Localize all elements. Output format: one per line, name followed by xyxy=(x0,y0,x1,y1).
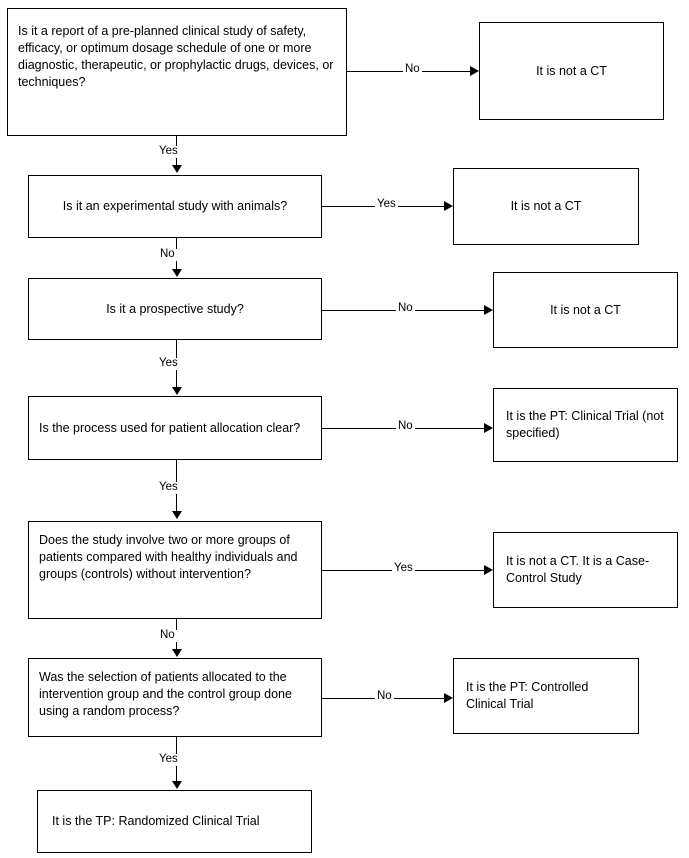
outcome-node-o7-label: It is the TP: Randomized Clinical Trial xyxy=(52,814,260,829)
outcome-node-o5[interactable]: It is not a CT. It is a Case-Control Stu… xyxy=(493,532,678,608)
outcome-node-o2[interactable]: It is not a CT xyxy=(453,168,639,245)
outcome-node-o3[interactable]: It is not a CT xyxy=(493,272,678,348)
edge-q6-yes-label: Yes xyxy=(157,753,180,766)
edge-q1-yes-label: Yes xyxy=(157,145,180,158)
outcome-node-o1-label: It is not a CT xyxy=(536,63,607,78)
decision-node-q3[interactable]: Is it a prospective study? xyxy=(28,278,322,340)
edge-q1-no-label: No xyxy=(403,63,422,76)
edge-q1-no-arrowhead xyxy=(470,66,479,76)
edge-q4-yes-arrowhead xyxy=(172,511,182,519)
decision-node-q1[interactable]: Is it a report of a pre-planned clinical… xyxy=(7,8,347,136)
outcome-node-o4[interactable]: It is the PT: Clinical Trial (not specif… xyxy=(493,388,678,462)
decision-node-q5[interactable]: Does the study involve two or more group… xyxy=(28,521,322,619)
edge-q5-no-label: No xyxy=(158,629,177,642)
outcome-node-o1[interactable]: It is not a CT xyxy=(479,22,664,120)
edge-q4-yes-label: Yes xyxy=(157,481,180,494)
edge-q1-yes-arrowhead xyxy=(172,165,182,173)
outcome-node-o6[interactable]: It is the PT: Controlled Clinical Trial xyxy=(453,658,639,734)
edge-q4-no-label: No xyxy=(396,420,415,433)
decision-node-q6-label: Was the selection of patients allocated … xyxy=(39,670,292,718)
edge-q2-no-label: No xyxy=(158,248,177,261)
outcome-node-o7[interactable]: It is the TP: Randomized Clinical Trial xyxy=(37,790,312,853)
decision-node-q4[interactable]: Is the process used for patient allocati… xyxy=(28,396,322,460)
edge-q6-no-arrowhead xyxy=(444,693,453,703)
edge-q5-no-arrowhead xyxy=(172,649,182,657)
outcome-node-o4-label: It is the PT: Clinical Trial (not specif… xyxy=(506,409,664,440)
outcome-node-o6-label: It is the PT: Controlled Clinical Trial xyxy=(466,680,589,711)
edge-q3-yes-label: Yes xyxy=(157,357,180,370)
edge-q4-no-arrowhead xyxy=(484,423,493,433)
edge-q6-yes-arrowhead xyxy=(172,781,182,789)
edge-q2-yes-arrowhead xyxy=(444,201,453,211)
edge-q3-yes-arrowhead xyxy=(172,387,182,395)
decision-node-q2[interactable]: Is it an experimental study with animals… xyxy=(28,175,322,238)
decision-node-q5-label: Does the study involve two or more group… xyxy=(39,533,298,581)
decision-node-q2-label: Is it an experimental study with animals… xyxy=(62,199,288,214)
decision-node-q6[interactable]: Was the selection of patients allocated … xyxy=(28,658,322,737)
edge-q5-yes-label: Yes xyxy=(392,562,415,575)
edge-q2-yes-label: Yes xyxy=(375,198,398,211)
outcome-node-o5-label: It is not a CT. It is a Case-Control Stu… xyxy=(506,554,650,585)
edge-q2-no-arrowhead xyxy=(172,269,182,277)
decision-node-q1-label: Is it a report of a pre-planned clinical… xyxy=(18,24,334,89)
outcome-node-o3-label: It is not a CT xyxy=(550,302,621,317)
edge-q5-yes-arrowhead xyxy=(484,565,493,575)
decision-node-q4-label: Is the process used for patient allocati… xyxy=(39,420,301,435)
decision-node-q3-label: Is it a prospective study? xyxy=(106,301,244,316)
outcome-node-o2-label: It is not a CT xyxy=(510,199,582,214)
edge-q6-no-label: No xyxy=(375,690,394,703)
edge-q3-no-label: No xyxy=(396,302,415,315)
edge-q3-no-arrowhead xyxy=(484,305,493,315)
